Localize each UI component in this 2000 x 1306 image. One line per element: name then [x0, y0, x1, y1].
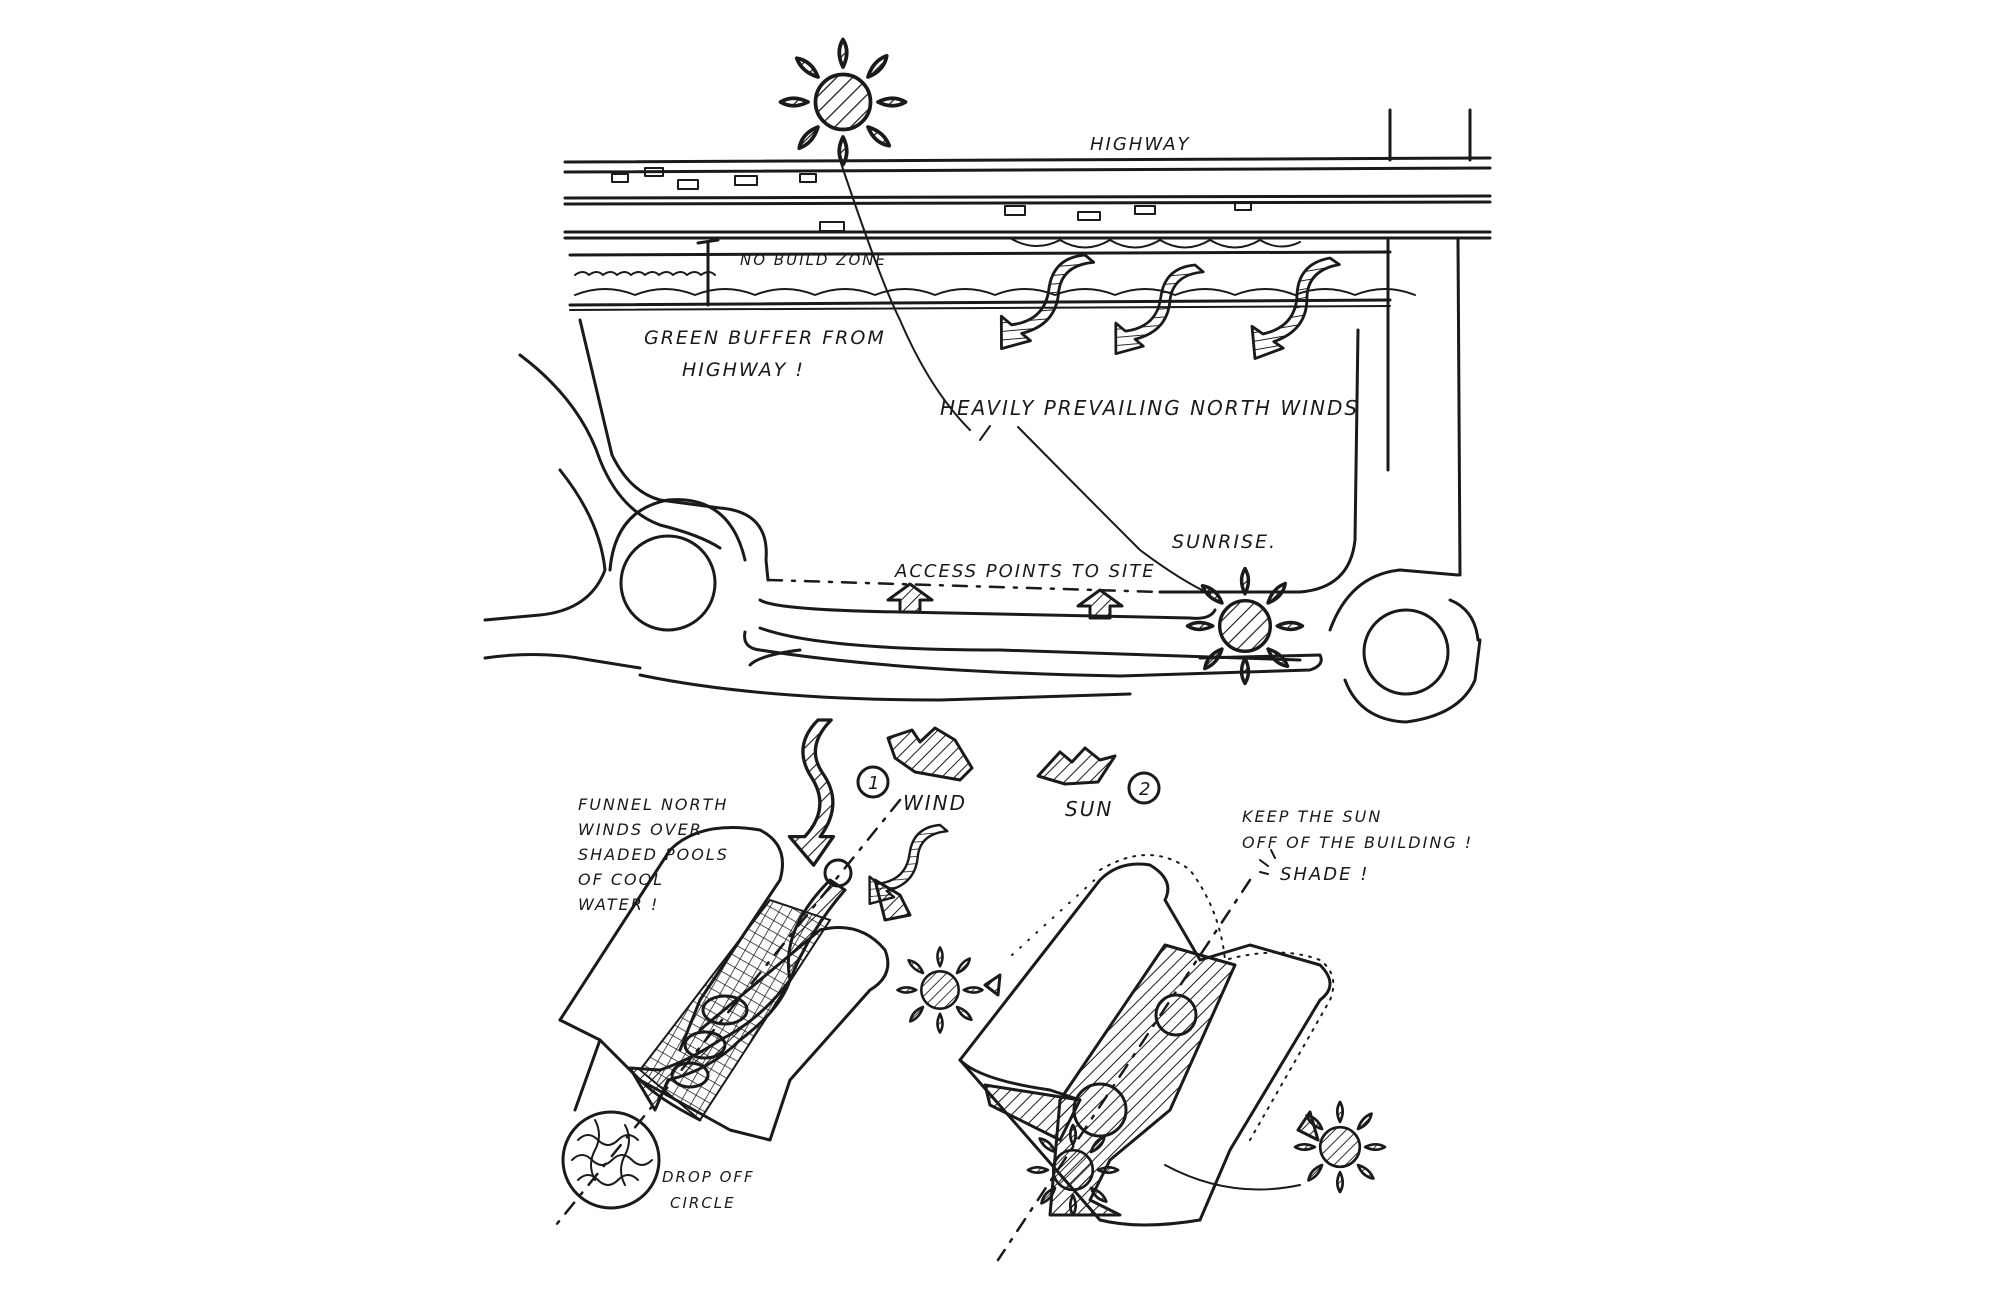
no-build-zone: NO BUILD ZONE [568, 237, 1416, 311]
highway-cars [611, 167, 1252, 232]
sunrise-label: SUNRISE. [1172, 531, 1277, 553]
funnel-label-line4: OF COOL [578, 870, 664, 889]
funnel-wind-ribbon [628, 878, 847, 1112]
legend-wind-ribbon-icon [787, 718, 836, 867]
access-arrow-icon-2 [1076, 588, 1124, 620]
highway: HIGHWAY [563, 134, 1492, 240]
access-arrow-icon-1 [886, 582, 934, 614]
keep-sun-label-line1: KEEP THE SUN [1242, 807, 1382, 826]
legend-sun-label: SUN [1065, 797, 1113, 821]
wind-arrow-icon-1 [984, 237, 1097, 362]
wind-diagram: FUNNEL NORTH WINDS OVER SHADED POOLS OF … [550, 795, 950, 1232]
site-boundary [578, 318, 1360, 594]
right-roundabout [1343, 598, 1482, 724]
legend-number-2: 2 [1139, 779, 1152, 800]
shade-label: SHADE ! [1280, 864, 1369, 885]
left-roundabout [608, 498, 747, 632]
vertical-road [1386, 108, 1472, 577]
funnel-label-line3: SHADED POOLS [578, 845, 729, 864]
sun-path-tick [979, 425, 991, 441]
drop-off-label-line2: CIRCLE [670, 1194, 736, 1212]
legend-wind-label: WIND [903, 791, 967, 815]
green-buffer-label-line1: GREEN BUFFER FROM [644, 327, 886, 349]
highway-label: HIGHWAY [1090, 134, 1191, 155]
legend: 1 WIND SUN 2 [787, 718, 1161, 867]
drop-off-label-line1: DROP OFF [662, 1168, 755, 1186]
sun-path-arc [839, 159, 971, 431]
sun-diagram: KEEP THE SUN OFF OF THE BUILDING ! SHADE… [896, 807, 1473, 1262]
access-points-label: ACCESS POINTS TO SITE [894, 561, 1156, 582]
south-sun-icon [1026, 1123, 1120, 1217]
no-build-zone-label: NO BUILD ZONE [740, 251, 887, 269]
prevailing-winds-label: HEAVILY PREVAILING NORTH WINDS [940, 396, 1359, 420]
west-sun-icon [896, 946, 984, 1034]
lower-road [638, 568, 1460, 702]
legend-number-2-circle [1127, 771, 1161, 805]
green-buffer-label-line2: HIGHWAY ! [682, 359, 805, 381]
site-plan: HIGHWAY NO BUILD ZONE [483, 37, 1492, 724]
funnel-label-line1: FUNNEL NORTH [578, 795, 728, 814]
legend-number-1-circle [856, 765, 890, 799]
sunrise-sun-icon [1185, 566, 1305, 686]
funnel-label-line5: WATER ! [578, 895, 659, 914]
legend-number-1: 1 [868, 773, 881, 794]
funnel-label-line2: WINDS OVER [578, 820, 703, 839]
drop-off-circle [561, 1110, 661, 1210]
sun-path-arc-lower [1017, 426, 1211, 595]
keep-sun-label-line2: OFF OF THE BUILDING ! [1242, 833, 1473, 852]
legend-wind-arrow-icon [886, 726, 974, 782]
legend-sun-arrow-icon [1036, 746, 1117, 786]
left-roads [483, 353, 802, 670]
noon-sun-icon [778, 37, 908, 167]
shade-rays [1259, 849, 1276, 875]
